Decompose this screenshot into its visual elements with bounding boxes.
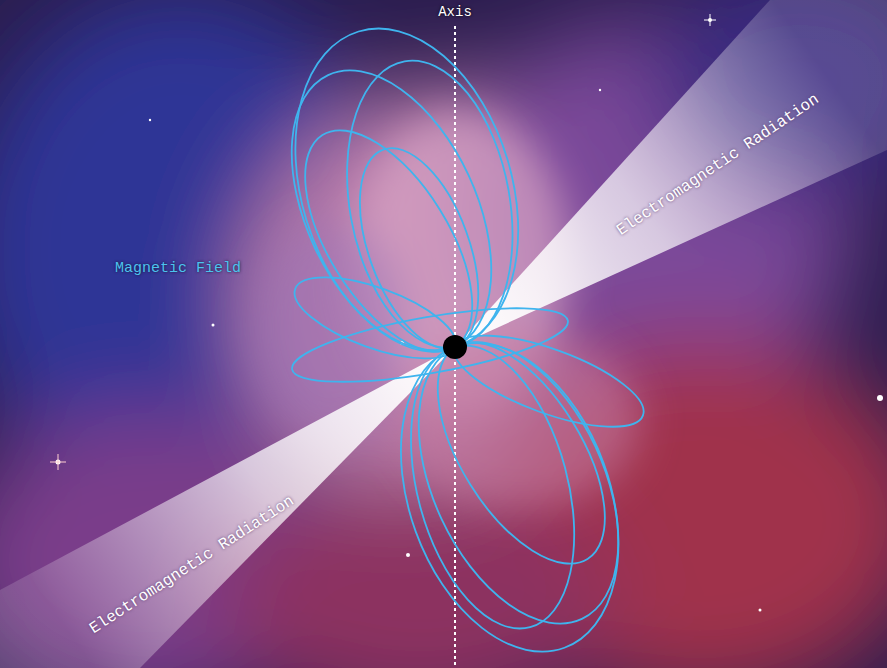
radiation-beam xyxy=(0,347,455,668)
magnetic-field-lines xyxy=(251,1,659,668)
field-label: Magnetic Field xyxy=(115,260,241,277)
radiation-beam xyxy=(455,0,887,347)
neutron-star xyxy=(443,335,467,359)
axis-label: Axis xyxy=(438,4,472,20)
